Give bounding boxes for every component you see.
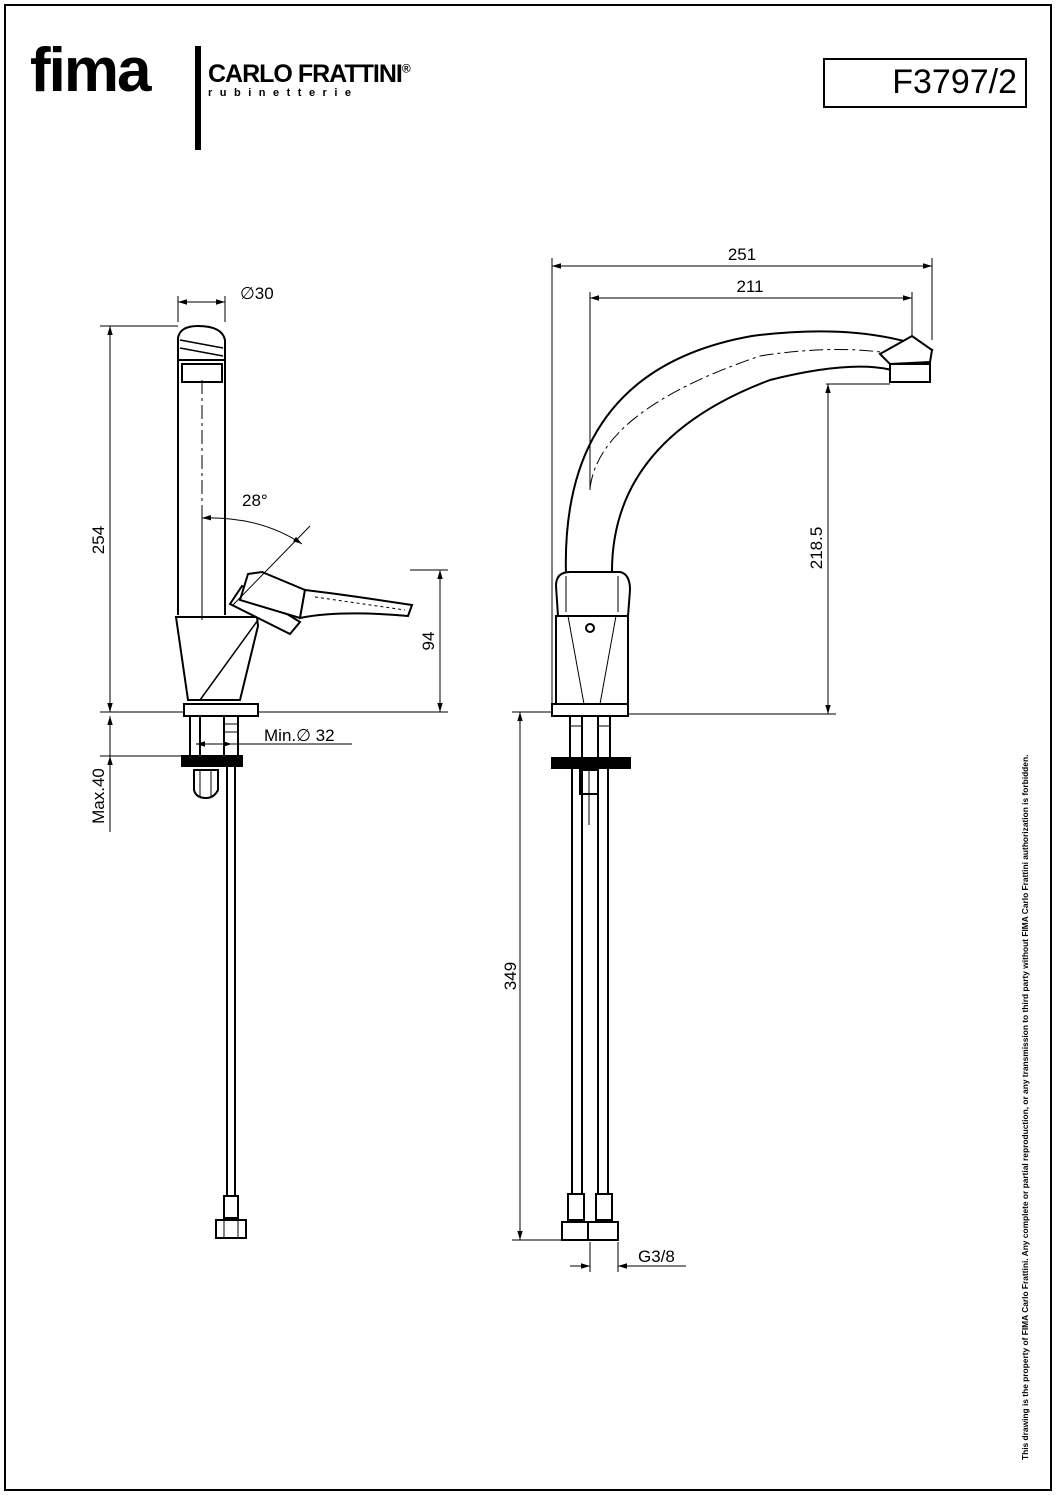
side-fixing-nut (193, 769, 219, 800)
dim-spout-outlet-height: 218.5 (807, 527, 826, 570)
dim-spout-diameter: ∅30 (240, 284, 274, 303)
brand-logo-fima: fima (30, 36, 151, 105)
side-fixing-plate (181, 755, 243, 767)
front-lever-cap (554, 571, 632, 617)
dim-spout-reach: 211 (736, 277, 763, 296)
side-base-ring (183, 703, 259, 717)
front-view-dimensions (512, 258, 933, 1272)
side-view (174, 324, 414, 1239)
dim-lever-height: 94 (419, 632, 438, 651)
logo-divider (195, 46, 201, 150)
brand-subtitle: rubinetterie (208, 87, 359, 99)
brand-logo-carlo-frattini: CARLO FRATTINI® (208, 60, 411, 88)
dim-hole-diameter: Min.∅ 32 (264, 726, 335, 745)
registered-mark: ® (401, 61, 411, 76)
dim-hose-length: 349 (501, 962, 520, 990)
brand-name: CARLO FRATTINI (208, 60, 403, 88)
dim-connection-thread: G3/8 (638, 1247, 675, 1266)
front-hose-nut-right (587, 1221, 619, 1241)
side-body (174, 616, 260, 701)
side-view-dimensions (100, 296, 448, 832)
side-hose-nut (215, 1219, 247, 1239)
drawing-frame (4, 4, 1052, 1491)
dim-lever-angle: 28° (242, 491, 268, 510)
dim-total-width: 251 (728, 245, 756, 264)
front-fixing-plate (551, 757, 631, 769)
side-aerator (181, 363, 223, 383)
side-lever-handle (298, 588, 414, 620)
dim-max-deck-thickness: Max.40 (89, 768, 108, 824)
front-aerator (889, 363, 931, 383)
front-base-ring (551, 703, 629, 717)
dim-total-height: 254 (89, 526, 108, 554)
front-spout-outer (564, 330, 934, 576)
product-code-box: F3797/2 (823, 58, 1027, 108)
front-view (551, 330, 934, 1241)
front-spout-inner (610, 365, 893, 576)
product-code: F3797/2 (892, 63, 1017, 101)
front-spout-head (878, 334, 934, 366)
side-spout-cap (177, 324, 226, 361)
